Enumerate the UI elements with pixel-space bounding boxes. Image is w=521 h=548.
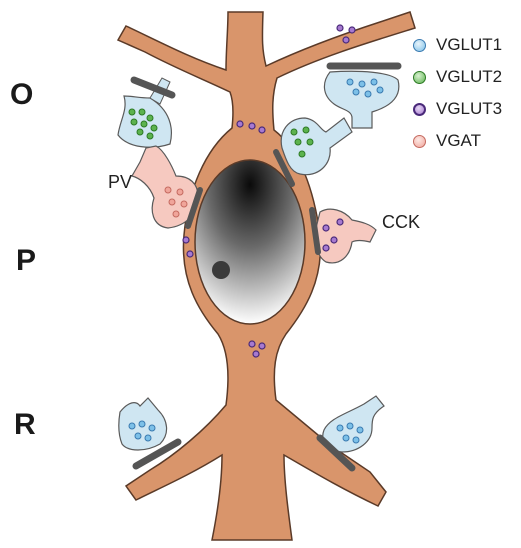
legend-item-vgat: VGAT	[413, 130, 481, 152]
terminal-vgat-cck	[315, 209, 376, 263]
legend-label: VGLUT2	[436, 67, 502, 87]
legend-item-vglut1: VGLUT1	[413, 34, 502, 56]
nucleolus	[212, 261, 230, 279]
purple-bouton-dot-icon	[413, 103, 426, 116]
green-bouton-dot-icon	[413, 71, 426, 84]
terminal-vglut1-radiatum-right	[323, 396, 384, 452]
soma-body	[195, 160, 305, 324]
terminal-vglut2-soma	[281, 118, 352, 175]
legend-label: VGLUT1	[436, 35, 502, 55]
label-pv: PV	[108, 172, 132, 193]
layer-label-radiatum: R	[14, 408, 36, 442]
label-cck: CCK	[382, 212, 420, 233]
layer-label-pyramidale: P	[16, 244, 36, 278]
pink-bouton-dot-icon	[413, 135, 426, 148]
legend-item-vglut2: VGLUT2	[413, 66, 502, 88]
terminal-vglut1-oriens-right	[324, 71, 398, 128]
blue-bouton-dot-icon	[413, 39, 426, 52]
legend-label: VGAT	[436, 131, 481, 151]
terminal-vgat-pv	[132, 146, 198, 228]
legend-item-vglut3: VGLUT3	[413, 98, 502, 120]
layer-label-oriens: O	[10, 78, 33, 112]
legend-label: VGLUT3	[436, 99, 502, 119]
